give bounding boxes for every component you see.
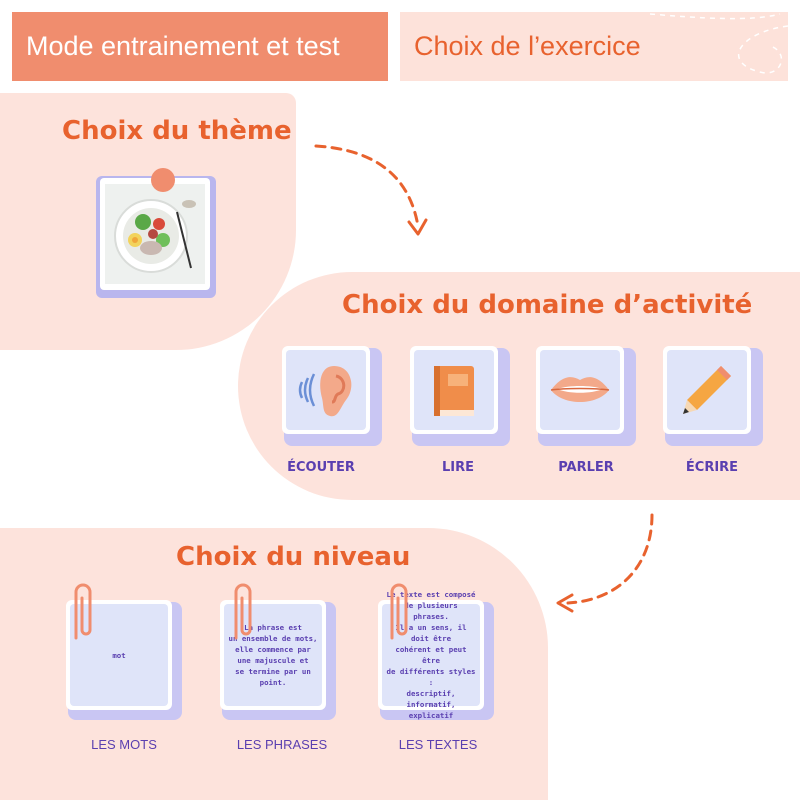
level-title: Choix du niveau: [176, 542, 411, 572]
pencil-icon: [683, 366, 731, 414]
level-card-phrases[interactable]: La phrase est un ensemble de mots, elle …: [220, 600, 326, 710]
tab-choix-exercice-label: Choix de l’exercice: [414, 31, 641, 61]
food-plate-icon: [105, 184, 205, 284]
activity-card-parler[interactable]: [536, 346, 624, 434]
level-card-mots[interactable]: mot: [66, 600, 172, 710]
level-label-phrases: LES PHRASES: [236, 737, 328, 752]
activity-face: [667, 350, 747, 430]
tab-mode-entrainement[interactable]: Mode entrainement et test: [12, 12, 388, 81]
dashed-decoration: [649, 13, 788, 74]
activity-card-ecrire[interactable]: [663, 346, 751, 434]
theme-card[interactable]: [100, 178, 210, 290]
paperclip-icon: [234, 583, 252, 640]
pin-icon: [151, 168, 175, 192]
arrow-to-domain-icon: [314, 144, 428, 236]
activity-label-parler: PARLER: [558, 460, 614, 475]
activity-face: [540, 350, 620, 430]
activity-face: [414, 350, 494, 430]
mouth-icon: [550, 377, 610, 402]
activity-card-lire[interactable]: [410, 346, 498, 434]
book-icon: [434, 366, 474, 416]
activity-card-ecouter[interactable]: [282, 346, 370, 434]
level-card-text: Le texte est composé de plusieurs phrase…: [382, 590, 480, 720]
level-label-mots: LES MOTS: [91, 737, 157, 752]
level-card-text: La phrase est un ensemble de mots, elle …: [224, 604, 322, 706]
level-card-textes[interactable]: Le texte est composé de plusieurs phrase…: [378, 590, 484, 720]
domain-title: Choix du domaine d’activité: [342, 290, 753, 320]
theme-title: Choix du thème: [62, 116, 292, 146]
arrow-to-level-icon: [556, 513, 654, 613]
ear-icon: [298, 366, 352, 417]
activity-label-ecouter: ÉCOUTER: [287, 460, 355, 475]
tab-choix-exercice[interactable]: Choix de l’exercice: [400, 12, 788, 81]
level-label-textes: LES TEXTES: [398, 737, 478, 752]
activity-label-lire: LIRE: [441, 460, 474, 475]
activity-label-ecrire: ÉCRIRE: [685, 460, 739, 475]
level-card-text: mot: [70, 604, 168, 706]
paperclip-icon: [74, 583, 92, 640]
paperclip-icon: [390, 583, 408, 640]
activity-face: [286, 350, 366, 430]
